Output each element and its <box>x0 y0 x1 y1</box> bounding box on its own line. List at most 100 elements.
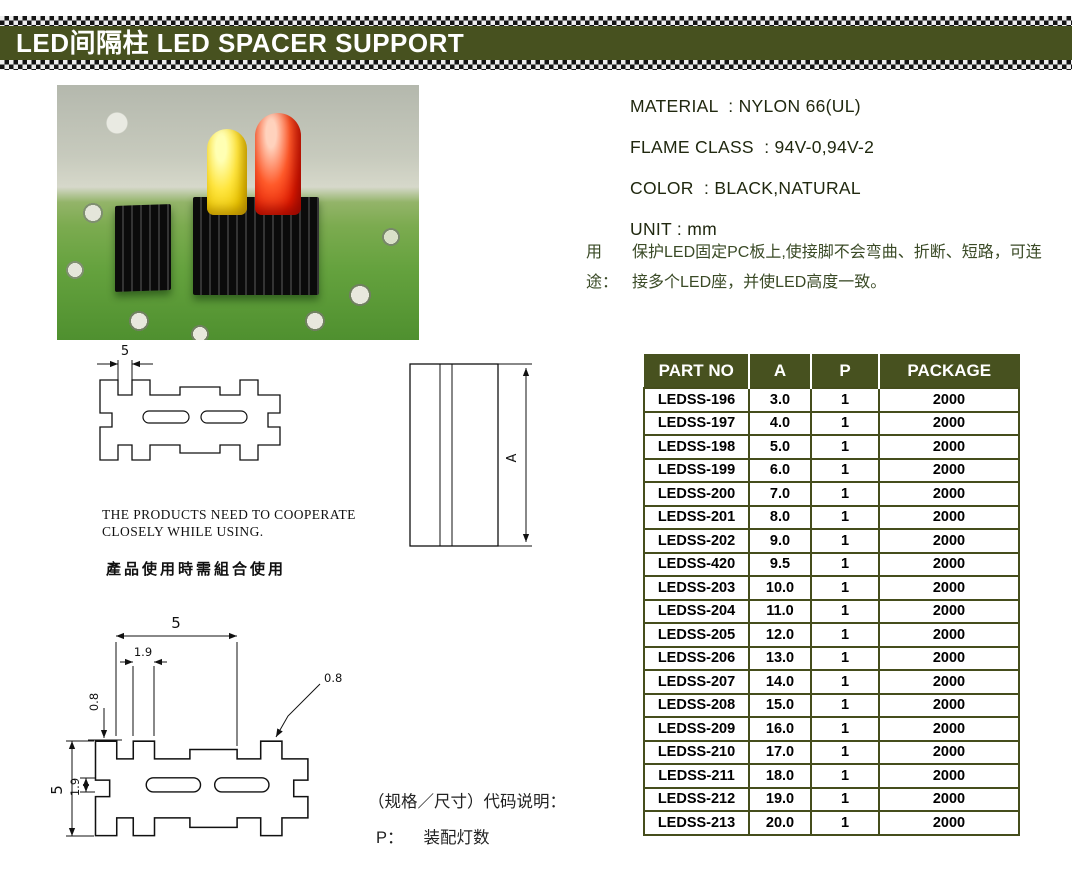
dimension-label: 0.8 <box>324 671 342 685</box>
col-header-package: PACKAGE <box>878 354 1020 389</box>
table-cell: 1 <box>810 810 880 836</box>
checker-strip-top <box>0 16 1072 26</box>
table-cell: 2000 <box>878 481 1020 507</box>
table-cell: 2000 <box>878 716 1020 742</box>
table-cell: 12.0 <box>748 622 812 648</box>
checker-strip-bottom <box>0 60 1072 70</box>
dimension-label: 5 <box>171 614 181 632</box>
table-cell: 1 <box>810 575 880 601</box>
table-cell: LEDSS-213 <box>643 810 750 836</box>
table-cell: 11.0 <box>748 598 812 624</box>
specs-block: MATERIAL : NYLON 66(UL) FLAME CLASS : 94… <box>630 86 1060 250</box>
photo-red-led <box>255 113 301 215</box>
table-cell: 2000 <box>878 645 1020 671</box>
table-cell: 18.0 <box>748 763 812 789</box>
table-cell: 8.0 <box>748 504 812 530</box>
table-cell: 2000 <box>878 575 1020 601</box>
table-cell: 4.0 <box>748 410 812 436</box>
spec-unit: UNIT : mm <box>630 219 717 239</box>
table-cell: 2000 <box>878 622 1020 648</box>
table-cell: 1 <box>810 622 880 648</box>
page-title: LED间隔柱 LED SPACER SUPPORT <box>16 28 465 58</box>
table-cell: LEDSS-211 <box>643 763 750 789</box>
col-header-p: P <box>810 354 880 389</box>
page-banner: LED间隔柱 LED SPACER SUPPORT <box>0 16 1072 70</box>
table-cell: 1 <box>810 763 880 789</box>
table-cell: 1 <box>810 669 880 695</box>
table-cell: 10.0 <box>748 575 812 601</box>
table-cell: LEDSS-201 <box>643 504 750 530</box>
photo-yellow-led <box>207 129 247 215</box>
dimension-label: 0.8 <box>87 693 101 711</box>
legend-p-label: P： <box>376 829 404 847</box>
side-view-drawing: A <box>409 363 532 547</box>
table-cell: 2000 <box>878 504 1020 530</box>
table-cell: 16.0 <box>748 716 812 742</box>
table-cell: LEDSS-208 <box>643 692 750 718</box>
table-cell: 2000 <box>878 763 1020 789</box>
table-cell: 2000 <box>878 786 1020 812</box>
table-cell: 2000 <box>878 457 1020 483</box>
banner-band: LED间隔柱 LED SPACER SUPPORT <box>0 26 1072 60</box>
table-cell: 1 <box>810 528 880 554</box>
table-cell: 1 <box>810 434 880 460</box>
table-cell: 14.0 <box>748 669 812 695</box>
table-cell: 1 <box>810 786 880 812</box>
usage-text: 保护LED固定PC板上,使接脚不会弯曲、折断、短路，可连接多个LED座，并使LE… <box>632 244 1042 291</box>
table-cell: 13.0 <box>748 645 812 671</box>
usage-block: 用途： 保护LED固定PC板上,使接脚不会弯曲、折断、短路，可连接多个LED座，… <box>586 238 1058 298</box>
table-cell: LEDSS-210 <box>643 739 750 765</box>
table-cell: 2000 <box>878 669 1020 695</box>
table-cell: 1 <box>810 551 880 577</box>
table-cell: 3.0 <box>748 387 812 413</box>
cooperate-note-line1: THE PRODUCTS NEED TO COOPERATE <box>102 507 356 522</box>
top-view-drawing: 5 <box>97 344 281 461</box>
table-cell: LEDSS-200 <box>643 481 750 507</box>
table-cell: 20.0 <box>748 810 812 836</box>
table-cell: 15.0 <box>748 692 812 718</box>
table-cell: 1 <box>810 645 880 671</box>
table-cell: 2000 <box>878 410 1020 436</box>
table-cell: 1 <box>810 457 880 483</box>
cooperate-note-zh: 產品使用時需組合使用 <box>106 561 287 578</box>
table-cell: 1 <box>810 504 880 530</box>
table-cell: 2000 <box>878 739 1020 765</box>
table-cell: 2000 <box>878 434 1020 460</box>
usage-label: 用途： <box>586 244 619 291</box>
dimension-label: 1.9 <box>134 645 152 659</box>
table-cell: LEDSS-205 <box>643 622 750 648</box>
table-cell: LEDSS-199 <box>643 457 750 483</box>
spec-color: COLOR : BLACK,NATURAL <box>630 178 861 198</box>
dimension-label: 5 <box>48 785 66 795</box>
table-cell: 2000 <box>878 551 1020 577</box>
legend-p-desc: 装配灯数 <box>423 829 490 847</box>
cooperate-note-line2: CLOSELY WHILE USING. <box>102 524 264 539</box>
table-cell: 9.5 <box>748 551 812 577</box>
table-header-row: PART NO A P PACKAGE <box>643 354 1020 389</box>
table-cell: 1 <box>810 739 880 765</box>
table-cell: 5.0 <box>748 434 812 460</box>
spec-flame-class: FLAME CLASS : 94V-0,94V-2 <box>630 137 875 157</box>
table-cell: 1 <box>810 387 880 413</box>
dimension-label: 1.9 <box>68 778 82 796</box>
product-photo <box>57 85 419 340</box>
photo-spacer-block-left <box>115 204 171 292</box>
cooperate-note-en: THE PRODUCTS NEED TO COOPERATE CLOSELY W… <box>102 506 356 540</box>
table-cell: 7.0 <box>748 481 812 507</box>
table-cell: 2000 <box>878 810 1020 836</box>
table-cell: 1 <box>810 692 880 718</box>
table-cell: 2000 <box>878 692 1020 718</box>
